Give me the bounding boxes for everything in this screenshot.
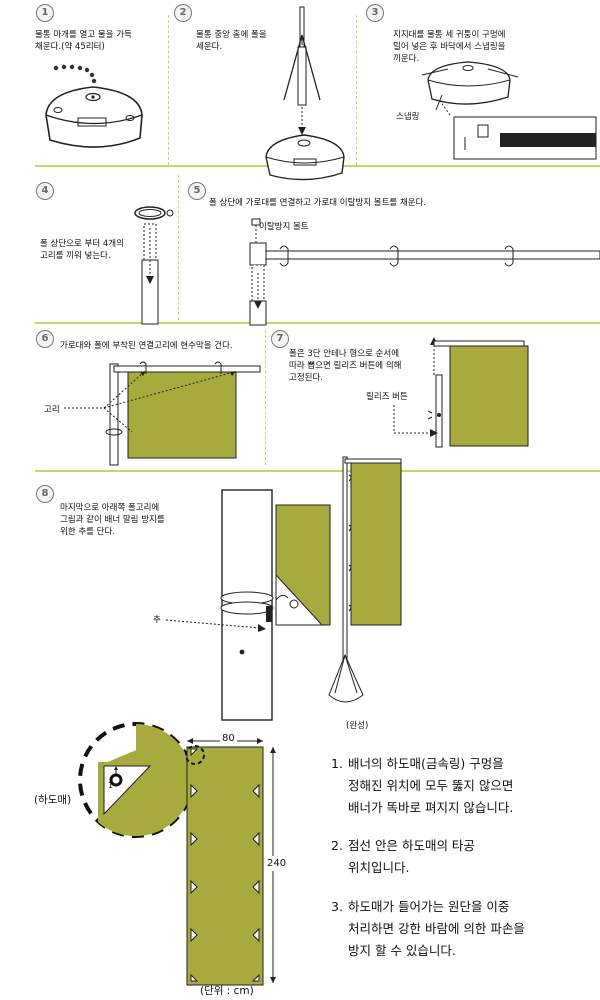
release-button-pointer	[390, 405, 440, 440]
unit-label: (단위 : cm)	[200, 983, 254, 998]
column-divider	[356, 15, 357, 165]
note-number: 3.	[331, 896, 343, 918]
note-item: 1. 배너의 하도매(금속링) 구멍을 정해진 위치에 모두 뚫지 않으면 배너…	[331, 753, 591, 823]
pole-insertion-illustration	[262, 5, 352, 185]
step-number-badge: 6	[36, 330, 54, 348]
column-divider	[168, 15, 169, 165]
note-item: 2. 점선 안은 하도매의 타공 위치입니다.	[331, 835, 591, 883]
step-number-badge: 2	[174, 4, 192, 22]
water-tank-illustration	[38, 60, 158, 160]
step-instruction: 물통 마개를 열고 물을 가득 채운다.(약 45리터)	[35, 29, 165, 53]
step-number-badge: 8	[36, 485, 54, 503]
ring-insertion-illustration	[130, 204, 180, 324]
bolt-label: 이탈방지 볼트	[259, 221, 309, 233]
note-text: 배너의 하도매(금속링) 구멍을 정해진 위치에 모두 뚫지 않으면 배너가 똑…	[348, 753, 513, 819]
weight-label: 추	[153, 614, 161, 626]
step-instruction: 폴 상단으로 부터 4개의 고리를 끼워 넣는다.	[40, 238, 140, 262]
snap-ring-illustration	[410, 55, 600, 165]
height-dimension-label: 240	[267, 856, 286, 871]
completed-banner-illustration	[325, 455, 405, 715]
release-button-label: 릴리즈 버튼	[366, 391, 408, 403]
step-number-badge: 1	[36, 4, 54, 22]
note-text: 점선 안은 하도매의 타공 위치입니다.	[348, 835, 475, 879]
note-text: 하도매가 들어가는 원단을 이중 처리하면 강한 바람에 의한 파손을 방지 할…	[348, 896, 525, 962]
step-number-badge: 3	[366, 4, 384, 22]
step-number-badge: 5	[188, 182, 206, 200]
weight-pointer	[162, 614, 272, 634]
width-dimension-label: 80	[220, 733, 237, 744]
ring-pointer-lines	[64, 370, 244, 440]
svg-text:1: 1	[108, 781, 113, 790]
note-number: 2.	[331, 835, 343, 857]
step-instruction: 마지막으로 아래쪽 폴고리에 그림과 같이 배너 말림 방지를 위한 추를 단다…	[60, 502, 210, 538]
step-instruction: 폴 상단에 가로대를 연결하고 가로대 이탈방지 볼트를 채운다.	[209, 197, 539, 209]
ring-label: 고리	[44, 404, 60, 416]
step-instruction: 폴은 3단 안테나 형으로 순서에 따라 뽑으면 릴리즈 버튼에 의해 고정된다…	[289, 348, 439, 384]
weight-detail-illustration	[210, 490, 330, 720]
section-divider-3	[35, 470, 600, 472]
step-instruction: 가로대와 폴에 부착된 연결고리에 현수막을 건다.	[60, 340, 270, 352]
note-number: 1.	[331, 753, 343, 775]
step-number-badge: 4	[36, 182, 54, 200]
snap-ring-label: 스냅링	[396, 111, 419, 123]
note-item: 3. 하도매가 들어가는 원단을 이중 처리하면 강한 바람에 의한 파손을 방…	[331, 896, 591, 966]
grommet-label: (하도매)	[34, 792, 71, 807]
step-number-badge: 7	[271, 330, 289, 348]
completed-caption: (완성)	[346, 720, 368, 732]
